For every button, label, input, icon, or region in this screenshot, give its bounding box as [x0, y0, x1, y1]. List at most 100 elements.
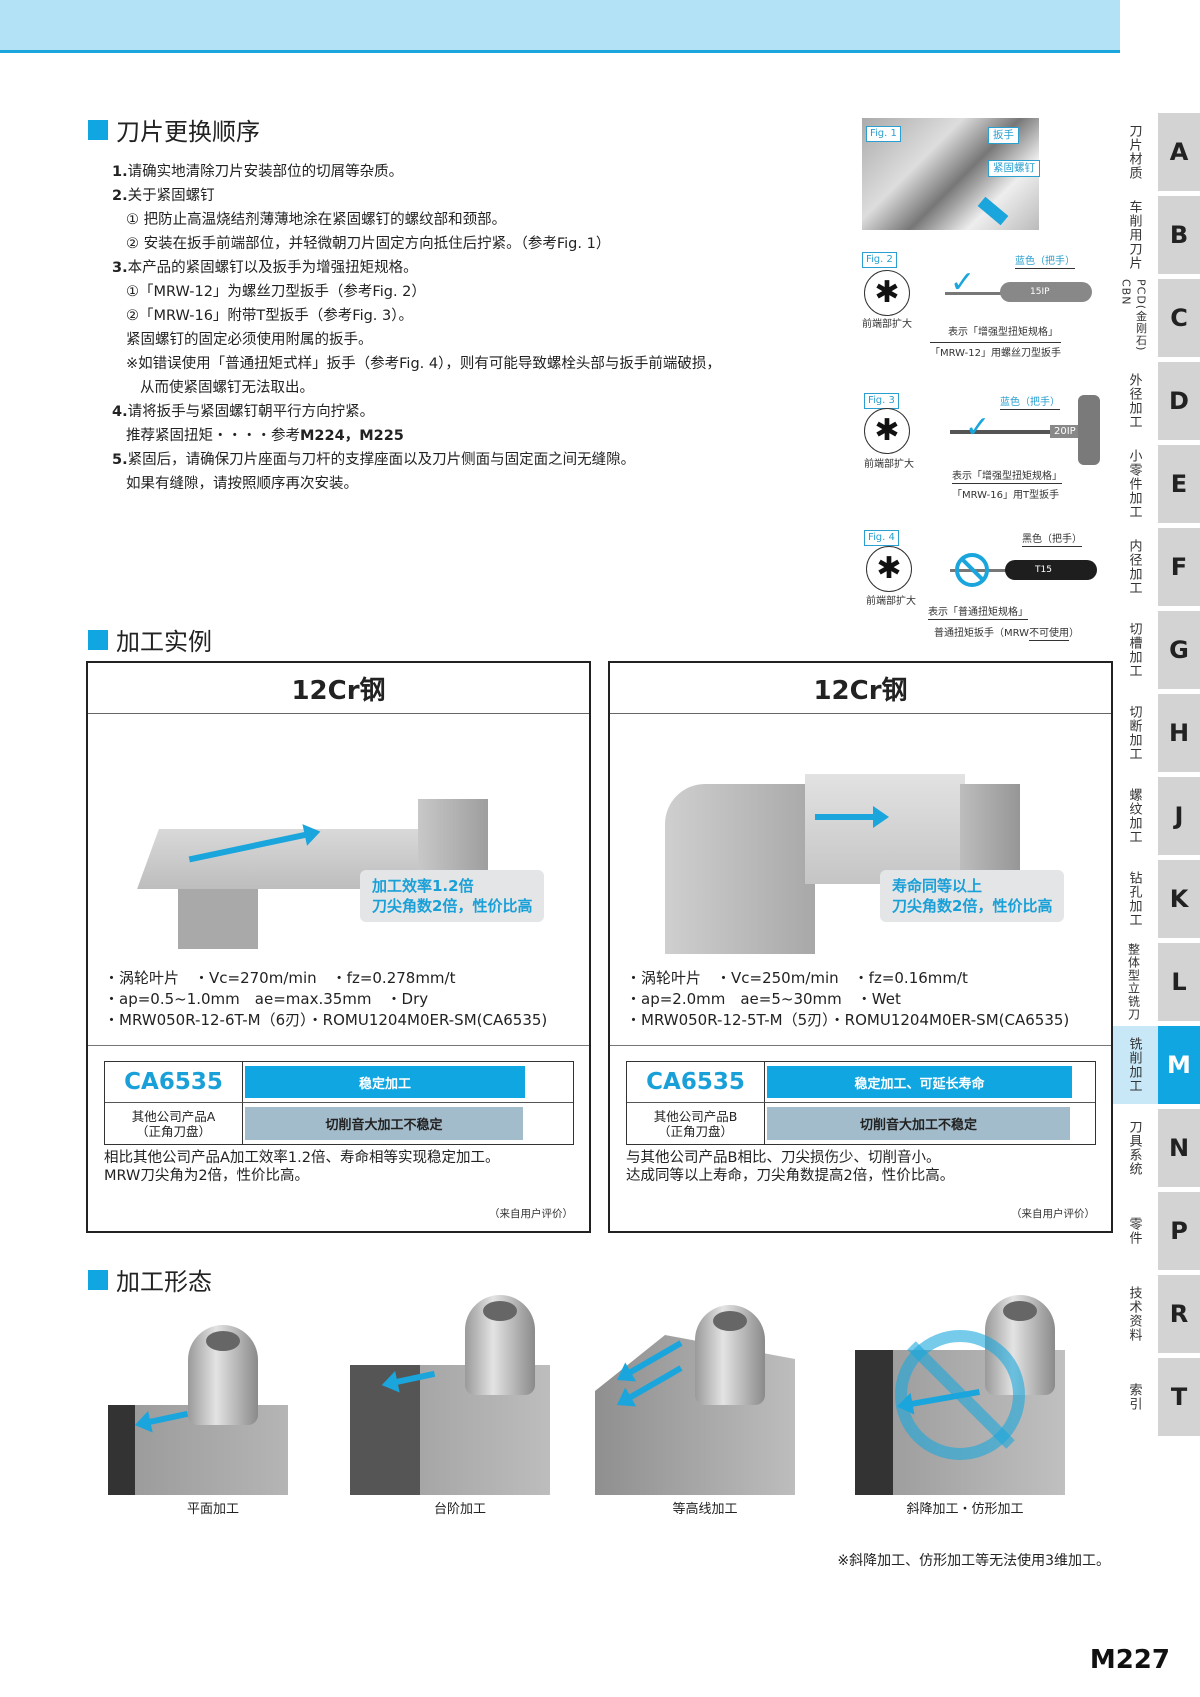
header-band [0, 0, 1120, 53]
fig3-shank: 20IP [1050, 425, 1080, 438]
section-marker-icon [88, 119, 108, 140]
fig2-spec: 表示「增强型扭矩规格」 [948, 327, 1058, 338]
replacement-steps: 1.请确实地清除刀片安装部位的切屑等杂质。 2.关于紧固螺钉 ① 把防止高温烧结… [112, 160, 721, 496]
torx-tip-icon: ✱ [864, 408, 910, 454]
fig3-color-note: 蓝色（把手） [1000, 393, 1060, 410]
page-number: M227 [1089, 1645, 1170, 1675]
step-3-warning-cont: 从而使紧固螺钉无法取出。 [140, 380, 314, 396]
divider [88, 1045, 589, 1046]
comparison-row-ours: CA6535 稳定加工、可延长寿命 [627, 1062, 1095, 1103]
torx-tip-icon: ✱ [866, 546, 912, 592]
step-4: 4.请将扳手与紧固螺钉朝平行方向拧紧。 [112, 404, 375, 420]
fig3-label: Fig. 3 [864, 393, 899, 409]
forms-note: ※斜降加工、仿形加工等无法使用3维加工。 [837, 1553, 1110, 1569]
comparison-row-ours: CA6535 稳定加工 [105, 1062, 573, 1103]
cutting-conditions: ・涡轮叶片 ・Vc=270m/min ・fz=0.278mm/t・ap=0.5~… [104, 969, 548, 1029]
example-card-1: 12Cr钢 加工效率1.2倍刀尖角数2倍，性价比高 ・涡轮叶片 ・Vc=270m… [86, 661, 591, 1233]
check-icon: ✓ [950, 265, 976, 300]
torque-reference: M224，M225 [300, 428, 404, 444]
step-4-torque: 推荐紧固扭矩・・・・参考M224，M225 [126, 428, 404, 444]
comparison-table: CA6535 稳定加工 其他公司产品A（正角刀盘） 切削音大加工不稳定 [104, 1061, 574, 1145]
section-marker-icon [88, 1269, 108, 1290]
grade-label: CA6535 [105, 1062, 243, 1102]
fig2-label: Fig. 2 [862, 252, 897, 268]
form-contour-milling: 等高线加工 [590, 1295, 820, 1517]
comparison-row-competitor: 其他公司产品B（正角刀盘） 切削音大加工不稳定 [627, 1103, 1095, 1144]
benefit-badge: 寿命同等以上刀尖角数2倍，性价比高 [880, 870, 1065, 922]
divider [610, 1045, 1111, 1046]
grade-label: CA6535 [627, 1062, 765, 1102]
fig4-enlarge: 前端部扩大 [866, 596, 916, 607]
fig2-shaft [945, 292, 1005, 295]
fig3-t-handle [1078, 395, 1100, 465]
fig1-callout-screw: 紧固螺钉 [988, 160, 1040, 177]
fig3-enlarge: 前端部扩大 [864, 459, 914, 470]
result-bar-competitor: 切削音大加工不稳定 [767, 1107, 1070, 1140]
form-face-milling: 平面加工 [98, 1295, 328, 1517]
step-2-1: ① 把防止高温烧结剂薄薄地涂在紧固螺钉的螺纹部和颈部。 [126, 212, 507, 228]
form-ramping-profiling: 斜降加工・仿形加工 [850, 1295, 1080, 1517]
fig1-callout-wrench: 扳手 [988, 127, 1019, 144]
workpiece-illustration: 加工效率1.2倍刀尖角数2倍，性价比高 [88, 714, 589, 954]
torx-tip-icon: ✱ [864, 270, 910, 316]
card-material-title: 12Cr钢 [88, 663, 589, 714]
competitor-label: 其他公司产品A（正角刀盘） [105, 1103, 243, 1144]
result-bar-ours: 稳定加工 [245, 1066, 525, 1098]
source-note: （来自用户评价） [1011, 1208, 1095, 1220]
step-1: 1.请确实地清除刀片安装部位的切屑等杂质。 [112, 164, 404, 180]
section-title-forms: 加工形态 [88, 1262, 212, 1297]
result-bar-competitor: 切削音大加工不稳定 [245, 1107, 523, 1140]
check-icon: ✓ [965, 410, 991, 445]
competitor-label: 其他公司产品B（正角刀盘） [627, 1103, 765, 1144]
example-card-2: 12Cr钢 寿命同等以上刀尖角数2倍，性价比高 ・涡轮叶片 ・Vc=250m/m… [608, 661, 1113, 1233]
fig2-handle: 15IP [1000, 282, 1092, 302]
fig2-enlarge: 前端部扩大 [862, 319, 912, 330]
section-marker-icon [88, 629, 108, 650]
step-3-2: ②「MRW-16」附带T型扳手（参考Fig. 3）。 [126, 308, 413, 324]
cutter-icon [695, 1305, 765, 1405]
benefit-badge: 加工效率1.2倍刀尖角数2倍，性价比高 [360, 870, 545, 922]
step-5-note: 如果有缝隙，请按照顺序再次安装。 [126, 476, 358, 492]
fig3-shaft [950, 430, 1050, 434]
step-3-warning: ※如错误使用「普通扭矩式样」扳手（参考Fig. 4），则有可能导致螺栓头部与扳手… [126, 356, 721, 372]
step-2-2: ② 安装在扳手前端部位，并轻微朝刀片固定方向抵住后拧紧。（参考Fig. 1） [126, 236, 611, 252]
fig2-color-note: 蓝色（把手） [1015, 252, 1075, 269]
workpiece-illustration: 寿命同等以上刀尖角数2倍，性价比高 [610, 714, 1111, 954]
step-3-1: ①「MRW-12」为螺丝刀型扳手（参考Fig. 2） [126, 284, 426, 300]
form-caption: 台阶加工 [433, 1502, 486, 1517]
cutter-icon [465, 1295, 535, 1395]
comparison-row-competitor: 其他公司产品A（正角刀盘） 切削音大加工不稳定 [105, 1103, 573, 1144]
comparison-table: CA6535 稳定加工、可延长寿命 其他公司产品B（正角刀盘） 切削音大加工不稳… [626, 1061, 1096, 1145]
fig4-color-note: 黑色（把手） [1022, 530, 1082, 547]
fig3-spec: 表示「增强型扭矩规格」 [952, 467, 1062, 484]
card-summary: 与其他公司产品B相比、刀尖损伤少、切削音小。达成同等以上寿命，刀尖角数提高2倍，… [626, 1150, 955, 1184]
fig4-caption: 普通扭矩扳手（MRW不可使用） [934, 628, 1080, 641]
fig4-label: Fig. 4 [864, 530, 899, 546]
form-caption: 平面加工 [186, 1502, 239, 1517]
step-5: 5.紧固后，请确保刀片座面与刀杆的支撑座面以及刀片侧面与固定面之间无缝隙。 [112, 452, 636, 468]
fig4-spec: 表示「普通扭矩规格」 [928, 603, 1028, 620]
prohibited-icon [955, 553, 989, 587]
form-shoulder-milling: 台阶加工 [345, 1295, 575, 1517]
cutter-icon [188, 1325, 258, 1425]
cutting-conditions: ・涡轮叶片 ・Vc=250m/min ・fz=0.16mm/t・ap=2.0mm… [626, 969, 1070, 1029]
form-caption: 等高线加工 [672, 1502, 738, 1517]
step-2: 2.关于紧固螺钉 [112, 188, 215, 204]
